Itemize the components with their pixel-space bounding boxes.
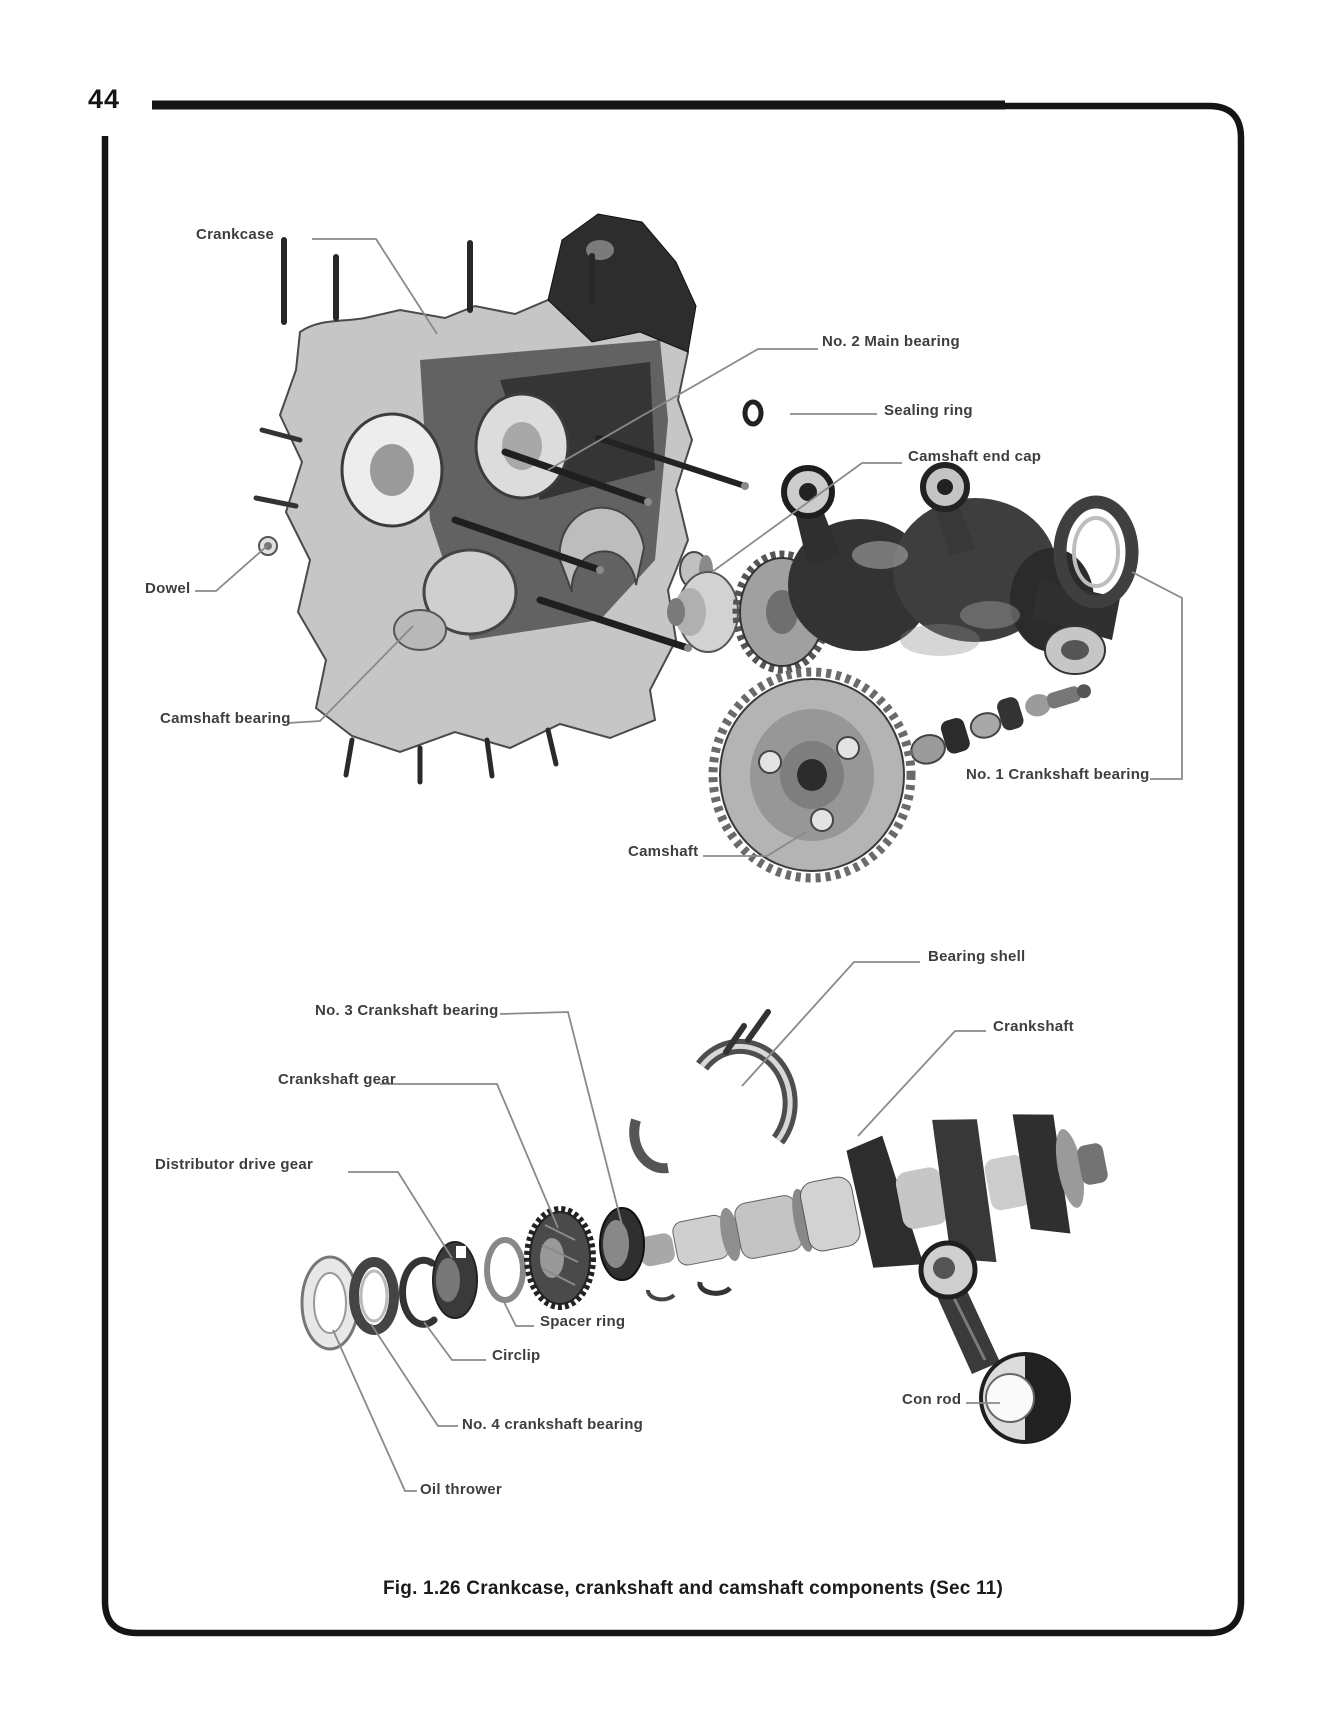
sealing-ring-illustration — [742, 399, 764, 427]
label-camshaft-end-cap: Camshaft end cap — [908, 448, 1042, 465]
leader-lines — [195, 238, 1183, 1492]
label-camshaft-bearing: Camshaft bearing — [160, 710, 291, 727]
crankcase-illustration — [253, 213, 749, 785]
label-no4-crankshaft-bearing: No. 4 crankshaft bearing — [462, 1416, 644, 1433]
bearing-shell-illustration — [629, 1009, 798, 1302]
no1-bearing-part — [1053, 495, 1139, 609]
parts-row-illustration — [300, 1206, 645, 1351]
label-dowel: Dowel — [145, 580, 191, 597]
label-crankcase: Crankcase — [196, 226, 275, 243]
label-no2-main-bearing: No. 2 Main bearing — [822, 333, 960, 350]
label-con-rod: Con rod — [902, 1391, 962, 1408]
page-border — [101, 102, 1245, 1637]
camshaft-illustration — [708, 667, 1091, 883]
crankshaft-bottom-illustration — [638, 1114, 1108, 1268]
con-rod-illustration — [918, 1240, 1071, 1444]
label-distributor-drive-gear: Distributor drive gear — [155, 1156, 314, 1173]
label-camshaft: Camshaft — [628, 843, 699, 860]
page-number: 44 — [88, 84, 121, 114]
label-oil-thrower: Oil thrower — [420, 1481, 502, 1498]
label-crankshaft-gear: Crankshaft gear — [278, 1071, 396, 1088]
label-sealing-ring: Sealing ring — [884, 402, 973, 419]
label-spacer-ring: Spacer ring — [540, 1313, 626, 1330]
label-no1-crankshaft-bearing: No. 1 Crankshaft bearing — [966, 766, 1150, 783]
label-crankshaft: Crankshaft — [993, 1018, 1074, 1035]
label-circlip: Circlip — [492, 1347, 541, 1364]
label-no3-crankshaft-bearing: No. 3 Crankshaft bearing — [315, 1002, 499, 1019]
figure-caption: Fig. 1.26 Crankcase, crankshaft and cams… — [383, 1578, 1003, 1599]
label-bearing-shell: Bearing shell — [928, 948, 1026, 965]
crankshaft-conrods-illustration — [667, 462, 1139, 675]
